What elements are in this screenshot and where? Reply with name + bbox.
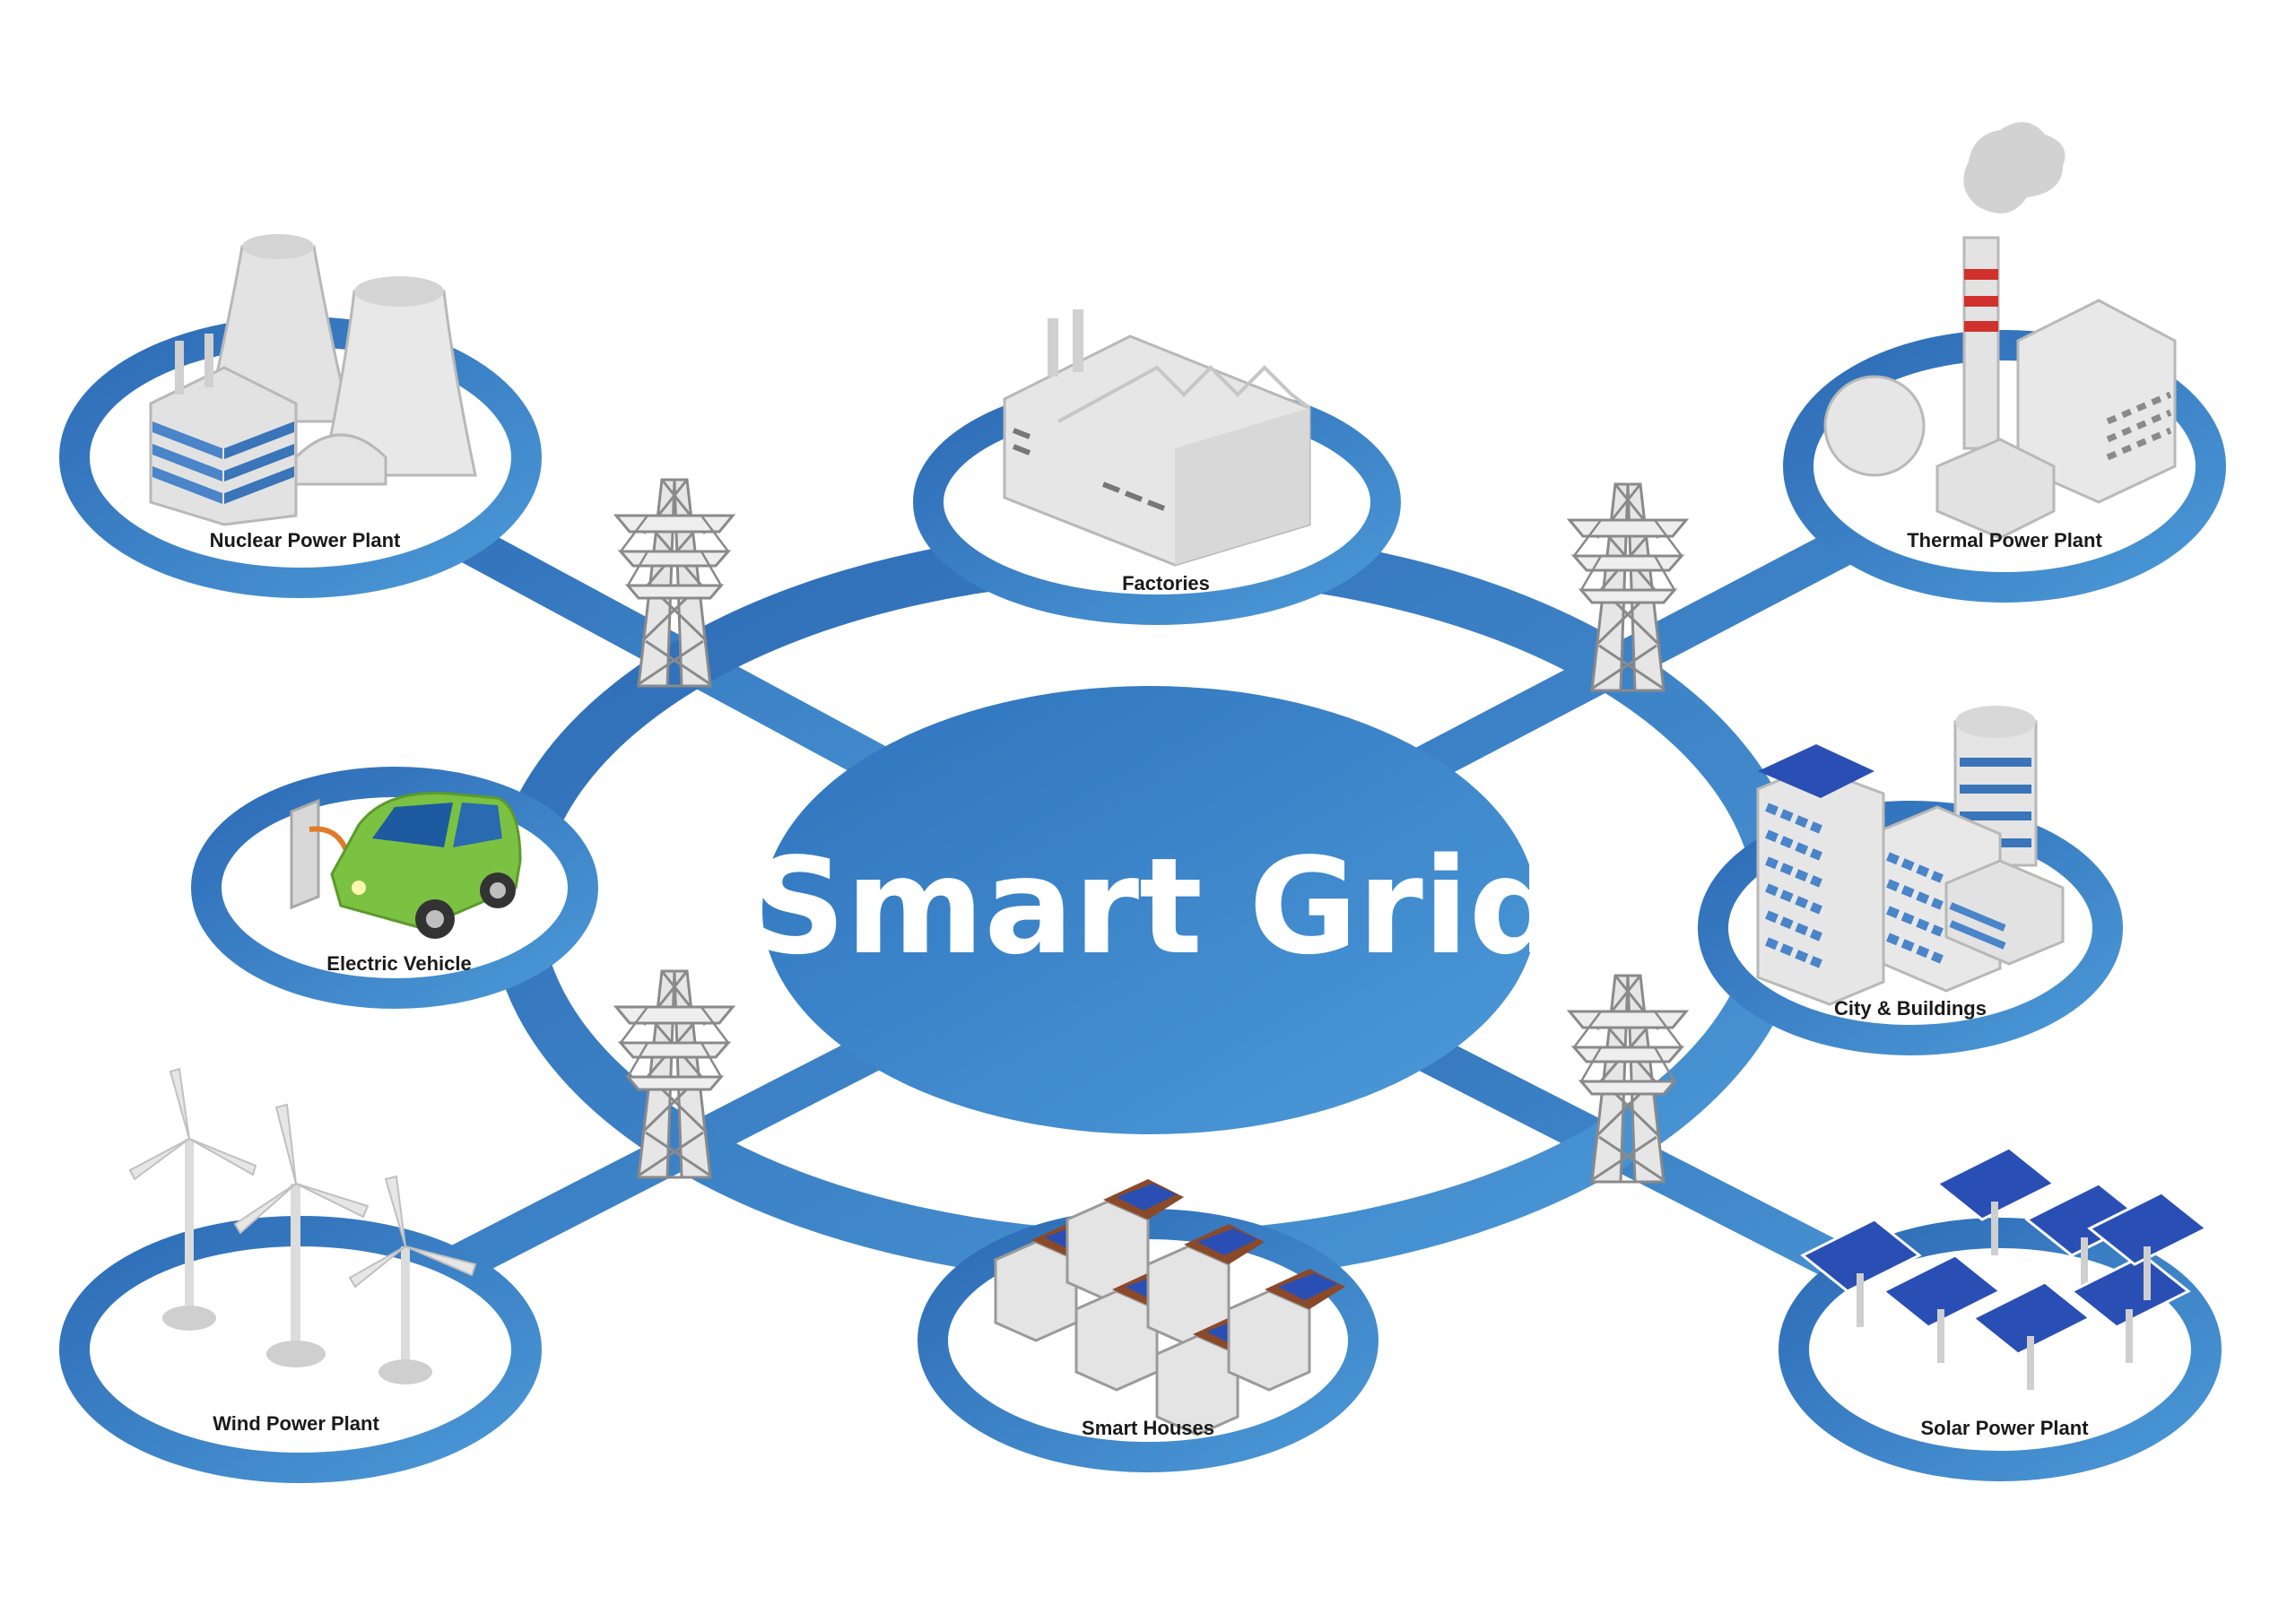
- thermal-plant-icon: [1823, 122, 2177, 540]
- node-city-buildings: City & Buildings: [1698, 706, 2123, 1055]
- factory-icon: [1003, 309, 1311, 567]
- center-hub: [762, 686, 1537, 1134]
- node-label: Smart Houses: [1082, 1417, 1214, 1439]
- node-factories: Factories: [913, 309, 1401, 625]
- node-label: City & Buildings: [1834, 997, 1987, 1020]
- node-label: Nuclear Power Plant: [210, 529, 401, 551]
- diagram-title: Smart Grid: [750, 829, 1563, 984]
- node-nuclear-power-plant: Nuclear Power Plant: [59, 234, 542, 598]
- node-label: Wind Power Plant: [213, 1412, 379, 1435]
- solar-panel-icon: [1800, 1146, 2209, 1390]
- city-buildings-icon: [1756, 706, 2065, 1006]
- nuclear-plant-icon: [149, 234, 477, 526]
- electric-car-icon: [290, 791, 522, 939]
- wind-turbine-icon: [128, 1067, 477, 1384]
- node-label: Electric Vehicle: [326, 952, 471, 975]
- node-wind-power-plant: Wind Power Plant: [59, 1067, 542, 1483]
- node-electric-vehicle: Electric Vehicle: [191, 767, 598, 1009]
- node-label: Thermal Power Plant: [1907, 529, 2102, 551]
- smart-house-icon: [994, 1179, 1345, 1436]
- node-thermal-power-plant: Thermal Power Plant: [1783, 122, 2226, 603]
- node-label: Factories: [1122, 572, 1210, 595]
- node-smart-houses: Smart Houses: [918, 1179, 1378, 1472]
- node-label: Solar Power Plant: [1920, 1417, 2089, 1439]
- node-solar-power-plant: Solar Power Plant: [1779, 1146, 2222, 1481]
